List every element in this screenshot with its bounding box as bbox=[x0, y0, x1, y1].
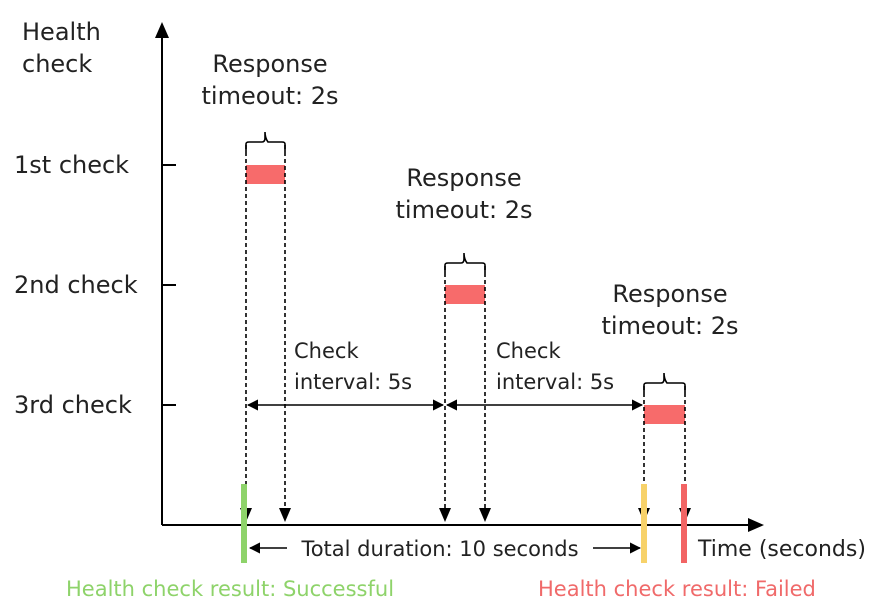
guide-1-end-arrowhead bbox=[279, 508, 291, 522]
y-axis-arrowhead bbox=[155, 22, 169, 38]
timeout-bar-2 bbox=[445, 285, 485, 304]
y-axis-label-line2: check bbox=[22, 50, 92, 78]
interval-label-1-line2: interval: 5s bbox=[294, 370, 412, 394]
success-marker bbox=[241, 484, 247, 563]
timeout-brace-2 bbox=[444, 252, 486, 273]
timeout-label-1-line2: timeout: 2s bbox=[201, 82, 338, 110]
timeout-label-3-line1: Response bbox=[612, 280, 727, 308]
timeout-brace-1 bbox=[245, 131, 286, 152]
x-axis-arrowhead bbox=[748, 518, 764, 532]
check-label-1: 1st check bbox=[14, 151, 129, 179]
y-axis-label-line1: Health bbox=[22, 18, 101, 46]
timeout-label-3-line2: timeout: 2s bbox=[601, 312, 738, 340]
failed-marker bbox=[681, 484, 687, 563]
guide-2-end-arrowhead bbox=[479, 508, 491, 522]
timeout-label-1-line1: Response bbox=[212, 50, 327, 78]
interval-label-1-line1: Check bbox=[294, 339, 359, 363]
timeout-bar-3 bbox=[644, 405, 685, 424]
warning-marker bbox=[641, 484, 647, 563]
success-result-text: Health check result: Successful bbox=[66, 577, 394, 601]
total-duration-label: Total duration: 10 seconds bbox=[300, 537, 578, 561]
total-duration-label-bg bbox=[287, 533, 593, 561]
timeout-label-2-line1: Response bbox=[406, 164, 521, 192]
check-label-2: 2nd check bbox=[14, 271, 138, 299]
interval-label-2-line2: interval: 5s bbox=[496, 370, 614, 394]
timeout-label-2-line2: timeout: 2s bbox=[395, 196, 532, 224]
x-axis-label: Time (seconds) bbox=[697, 537, 866, 562]
failed-result-text: Health check result: Failed bbox=[538, 577, 816, 601]
check-label-3: 3rd check bbox=[14, 391, 132, 419]
timeout-bar-1 bbox=[246, 165, 285, 184]
guide-2-start-arrowhead bbox=[439, 508, 451, 522]
interval-label-2-line1: Check bbox=[496, 339, 561, 363]
timeout-brace-3 bbox=[643, 372, 686, 393]
